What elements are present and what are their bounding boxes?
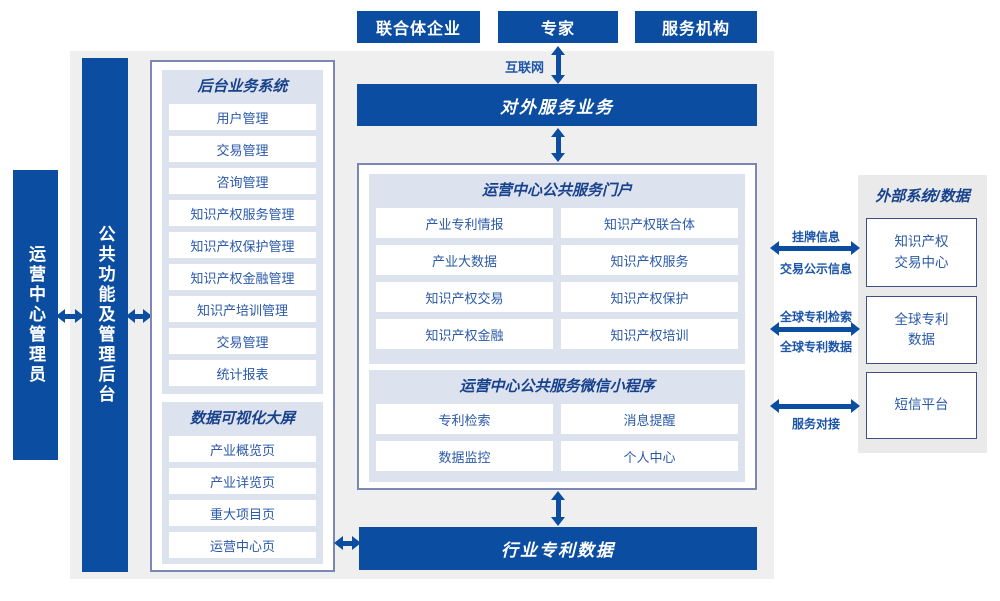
arrow-dashboard-patent-icon [334,536,361,550]
industry-patent-bar: 行业专利数据 [359,527,757,570]
portal-item: 知识产权服务 [561,245,738,275]
portal-item: 知识产权培训 [561,319,738,349]
external-system-trade-center: 知识产权 交易中心 [866,218,977,287]
miniprogram-item: 数据监控 [376,441,553,471]
arrow-internet-icon [551,46,565,84]
portal-item: 产业大数据 [376,245,553,275]
backend-item: 统计报表 [169,360,316,386]
external-system-label: 全球专利 数据 [894,311,949,347]
external-service-label: 对外服务业务 [500,97,614,117]
industry-patent-label: 行业专利数据 [501,541,615,560]
arrow-backend-systems-icon [126,309,152,323]
actor-label: 服务机构 [661,21,730,38]
portal-item: 产业专利情报 [376,208,553,238]
portal-item: 知识产权金融 [376,319,553,349]
flow-label-trade-publicity: 交易公示信息 [779,262,852,276]
portal-item: 知识产权交易 [376,282,553,312]
external-panel: 外部系统/数据 知识产权 交易中心 全球专利 数据 短信平台 [858,175,987,453]
admin-rail: 运营中心管理员 [13,170,58,460]
admin-rail-label: 运营中心管理员 [26,245,45,385]
backend-item: 咨询管理 [169,168,316,194]
backend-item: 交易管理 [169,328,316,354]
miniprogram-item: 消息提醒 [561,404,738,434]
backend-system-section: 后台业务系统 用户管理 交易管理 咨询管理 知识产权服务管理 知识产权保护管理 … [162,70,323,394]
backend-rail-label: 公共功能及管理后台 [95,225,115,405]
actor-box-expert: 专家 [498,11,618,43]
miniprogram-item: 专利检索 [376,404,553,434]
dashboard-list: 产业概览页 产业详览页 重大项目页 运营中心页 [162,432,323,558]
arrow-global-patent-icon [770,322,860,336]
portal-item: 知识产权保护 [561,282,738,312]
backend-item: 用户管理 [169,104,316,130]
backend-system-list: 用户管理 交易管理 咨询管理 知识产权服务管理 知识产权保护管理 知识产权金融管… [162,100,323,386]
dashboard-item: 运营中心页 [169,532,316,558]
external-system-label: 短信平台 [894,397,949,413]
flow-label-listing-info: 挂牌信息 [791,230,840,244]
actor-box-consortium: 联合体企业 [357,11,480,43]
dashboard-item: 产业概览页 [169,436,316,462]
actor-label: 专家 [540,21,575,38]
miniprogram-grid: 专利检索 消息提醒 数据监控 个人中心 [369,400,745,471]
arrow-sms-icon [770,399,860,413]
actor-label: 联合体企业 [375,21,461,38]
dashboard-item: 重大项目页 [169,500,316,526]
external-service-bar: 对外服务业务 [357,84,757,126]
dashboard-item: 产业详览页 [169,468,316,494]
dashboard-title: 数据可视化大屏 [189,410,295,427]
portal-section: 运营中心公共服务门户 产业专利情报 知识产权联合体 产业大数据 知识产权服务 知… [369,174,745,364]
arrow-service-portal-icon [551,128,565,162]
arrow-portal-patent-icon [551,491,565,526]
portal-title: 运营中心公共服务门户 [481,182,632,199]
portal-grid: 产业专利情报 知识产权联合体 产业大数据 知识产权服务 知识产权交易 知识产权保… [369,204,745,349]
dashboard-section: 数据可视化大屏 产业概览页 产业详览页 重大项目页 运营中心页 [162,402,323,564]
internet-label: 互联网 [504,60,544,75]
portal-container: 运营中心公共服务门户 产业专利情报 知识产权联合体 产业大数据 知识产权服务 知… [357,163,757,490]
flow-label-global-search: 全球专利检索 [779,310,852,324]
backend-rail: 公共功能及管理后台 [82,58,128,572]
arrow-admin-backend-icon [56,309,84,323]
backend-item: 知识产权保护管理 [169,232,316,258]
backend-item: 交易管理 [169,136,316,162]
flow-label-service-link: 服务对接 [791,417,840,431]
external-system-global-patent: 全球专利 数据 [866,296,977,364]
portal-item: 知识产权联合体 [561,208,738,238]
actor-box-service-org: 服务机构 [635,11,757,43]
external-system-label: 知识产权 交易中心 [894,234,949,270]
miniprogram-section: 运营中心公共服务微信小程序 专利检索 消息提醒 数据监控 个人中心 [369,370,745,482]
external-panel-title: 外部系统/数据 [875,188,970,205]
miniprogram-item: 个人中心 [561,441,738,471]
external-system-sms: 短信平台 [866,372,977,439]
miniprogram-title: 运营中心公共服务微信小程序 [459,378,655,395]
arrow-trade-center-icon [770,241,860,255]
backend-item: 知识产权金融管理 [169,264,316,290]
backend-item: 知识产培训管理 [169,296,316,322]
backend-item: 知识产权服务管理 [169,200,316,226]
backend-container: 后台业务系统 用户管理 交易管理 咨询管理 知识产权服务管理 知识产权保护管理 … [150,60,335,572]
backend-system-title: 后台业务系统 [197,78,288,95]
flow-label-global-data: 全球专利数据 [779,340,852,354]
